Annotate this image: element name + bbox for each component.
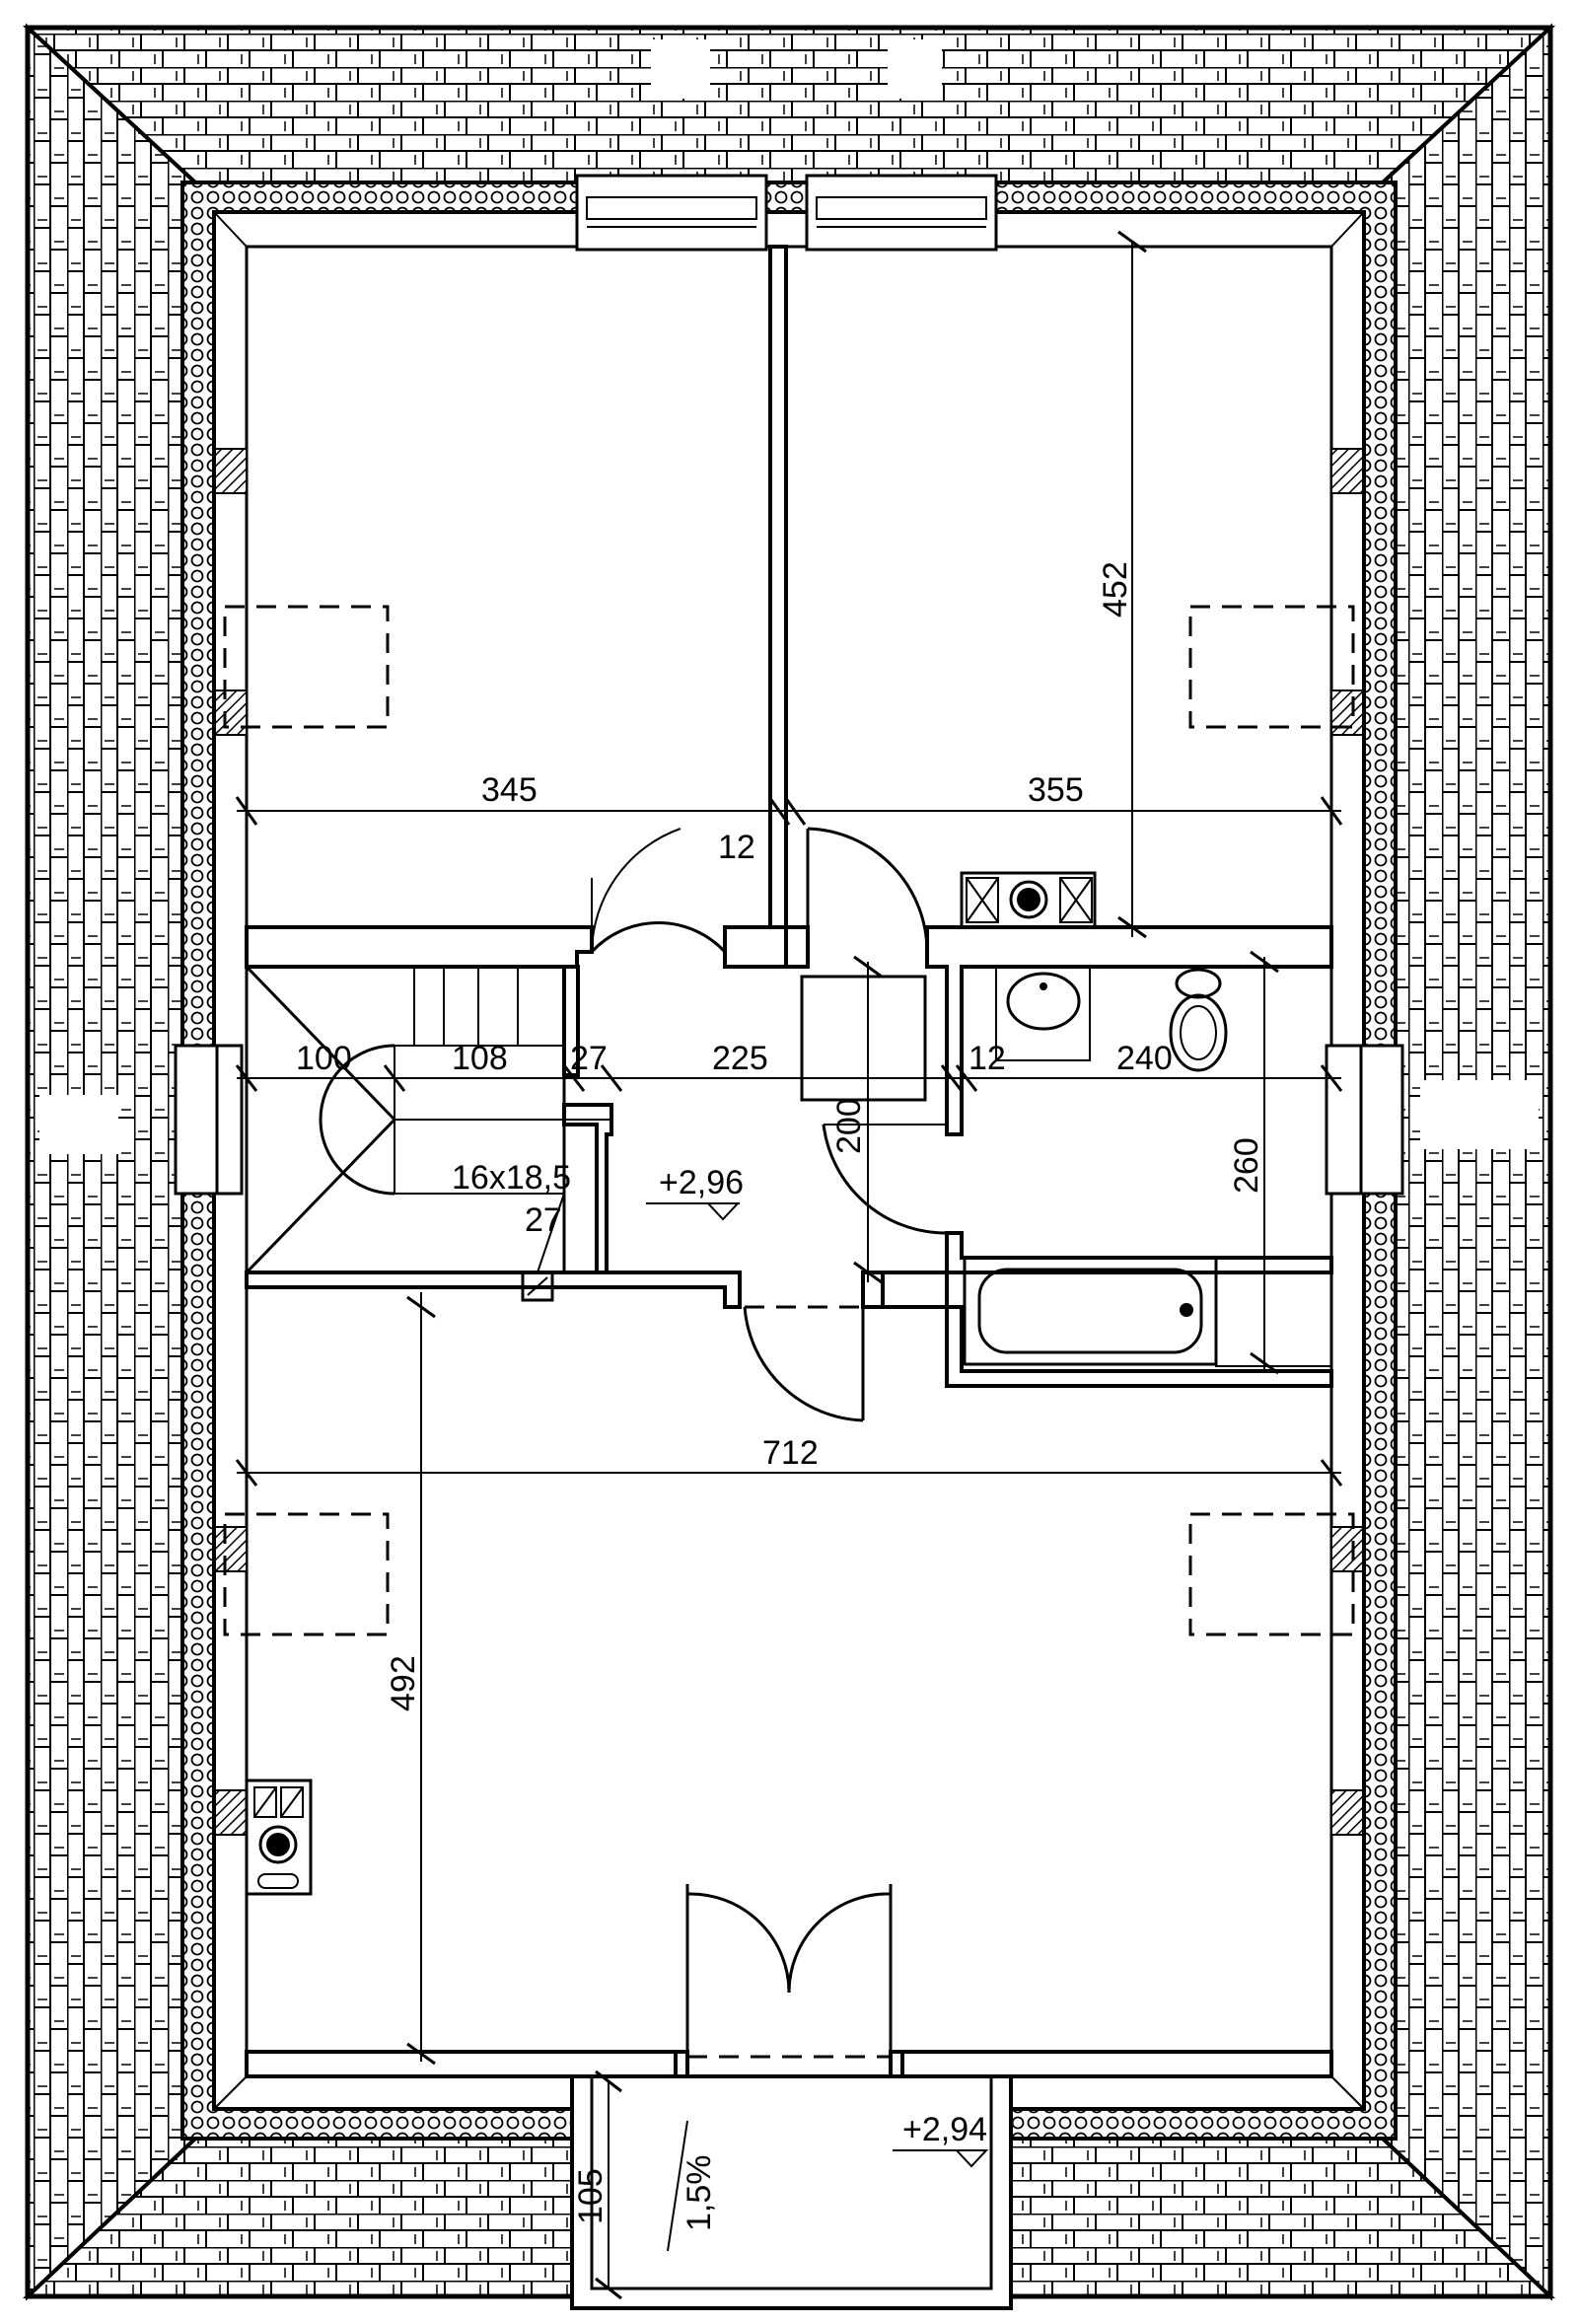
- dim-room-top-left-width: 345: [481, 771, 538, 809]
- side-windows: [174, 1044, 1404, 1196]
- dim-bath-partition: 12: [968, 1040, 1006, 1077]
- roof-break-top-right: [888, 39, 942, 99]
- chimney: [245, 1779, 313, 1896]
- top-windows: [575, 174, 998, 252]
- roof-break-top-left: [651, 39, 710, 99]
- dim-stair-landing: 100: [296, 1040, 352, 1077]
- roof-window-outlines: [223, 605, 1355, 1636]
- dim-bath-width: 240: [1116, 1040, 1173, 1077]
- stairs-steps-spec: 16x18,5: [452, 1159, 571, 1197]
- level-hall: +2,96: [659, 1164, 744, 1201]
- interior-walls: [245, 245, 1333, 2113]
- dim-hall-width: 225: [712, 1040, 768, 1077]
- dim-stair-run: 108: [452, 1040, 508, 1077]
- bathroom-fixtures: [960, 871, 1332, 1367]
- balcony-slope: 1,5%: [681, 2155, 718, 2232]
- hatched-posts: [214, 448, 1364, 1836]
- dimension-lines: [235, 230, 1343, 2300]
- roof-break-left: [39, 1095, 118, 1154]
- roof-left-slope: [26, 23, 197, 2301]
- level-balcony: +2,94: [902, 2111, 987, 2148]
- dim-room-top-right-depth: 452: [1097, 561, 1134, 617]
- staircase: [245, 965, 611, 1302]
- dim-stair-gap: 27: [570, 1040, 608, 1077]
- doors: [590, 827, 948, 2059]
- dim-room-bottom-width: 712: [762, 1434, 819, 1472]
- dim-hall-depth: 200: [830, 1098, 868, 1154]
- balcony: [570, 2074, 1013, 2310]
- roof-top-slope: [22, 26, 1556, 184]
- stairs-tread-depth: 27: [525, 1201, 562, 1239]
- roof-right-slope: [1381, 23, 1552, 2301]
- dim-bath-depth: 260: [1228, 1137, 1265, 1194]
- dim-room-top-right-width: 355: [1028, 771, 1084, 809]
- roof: [22, 23, 1556, 2301]
- dimension-labels: 345 355 452 12 100 108 27 225 12 240 260…: [296, 561, 1265, 2231]
- dim-partition-thickness: 12: [718, 829, 755, 866]
- dim-room-bottom-depth: 492: [385, 1655, 422, 1711]
- hall-cabinet: [800, 975, 927, 1102]
- roof-break-right: [1420, 1080, 1539, 1149]
- dim-balcony-depth: 105: [572, 2168, 610, 2224]
- exterior-walls: [180, 181, 1398, 2141]
